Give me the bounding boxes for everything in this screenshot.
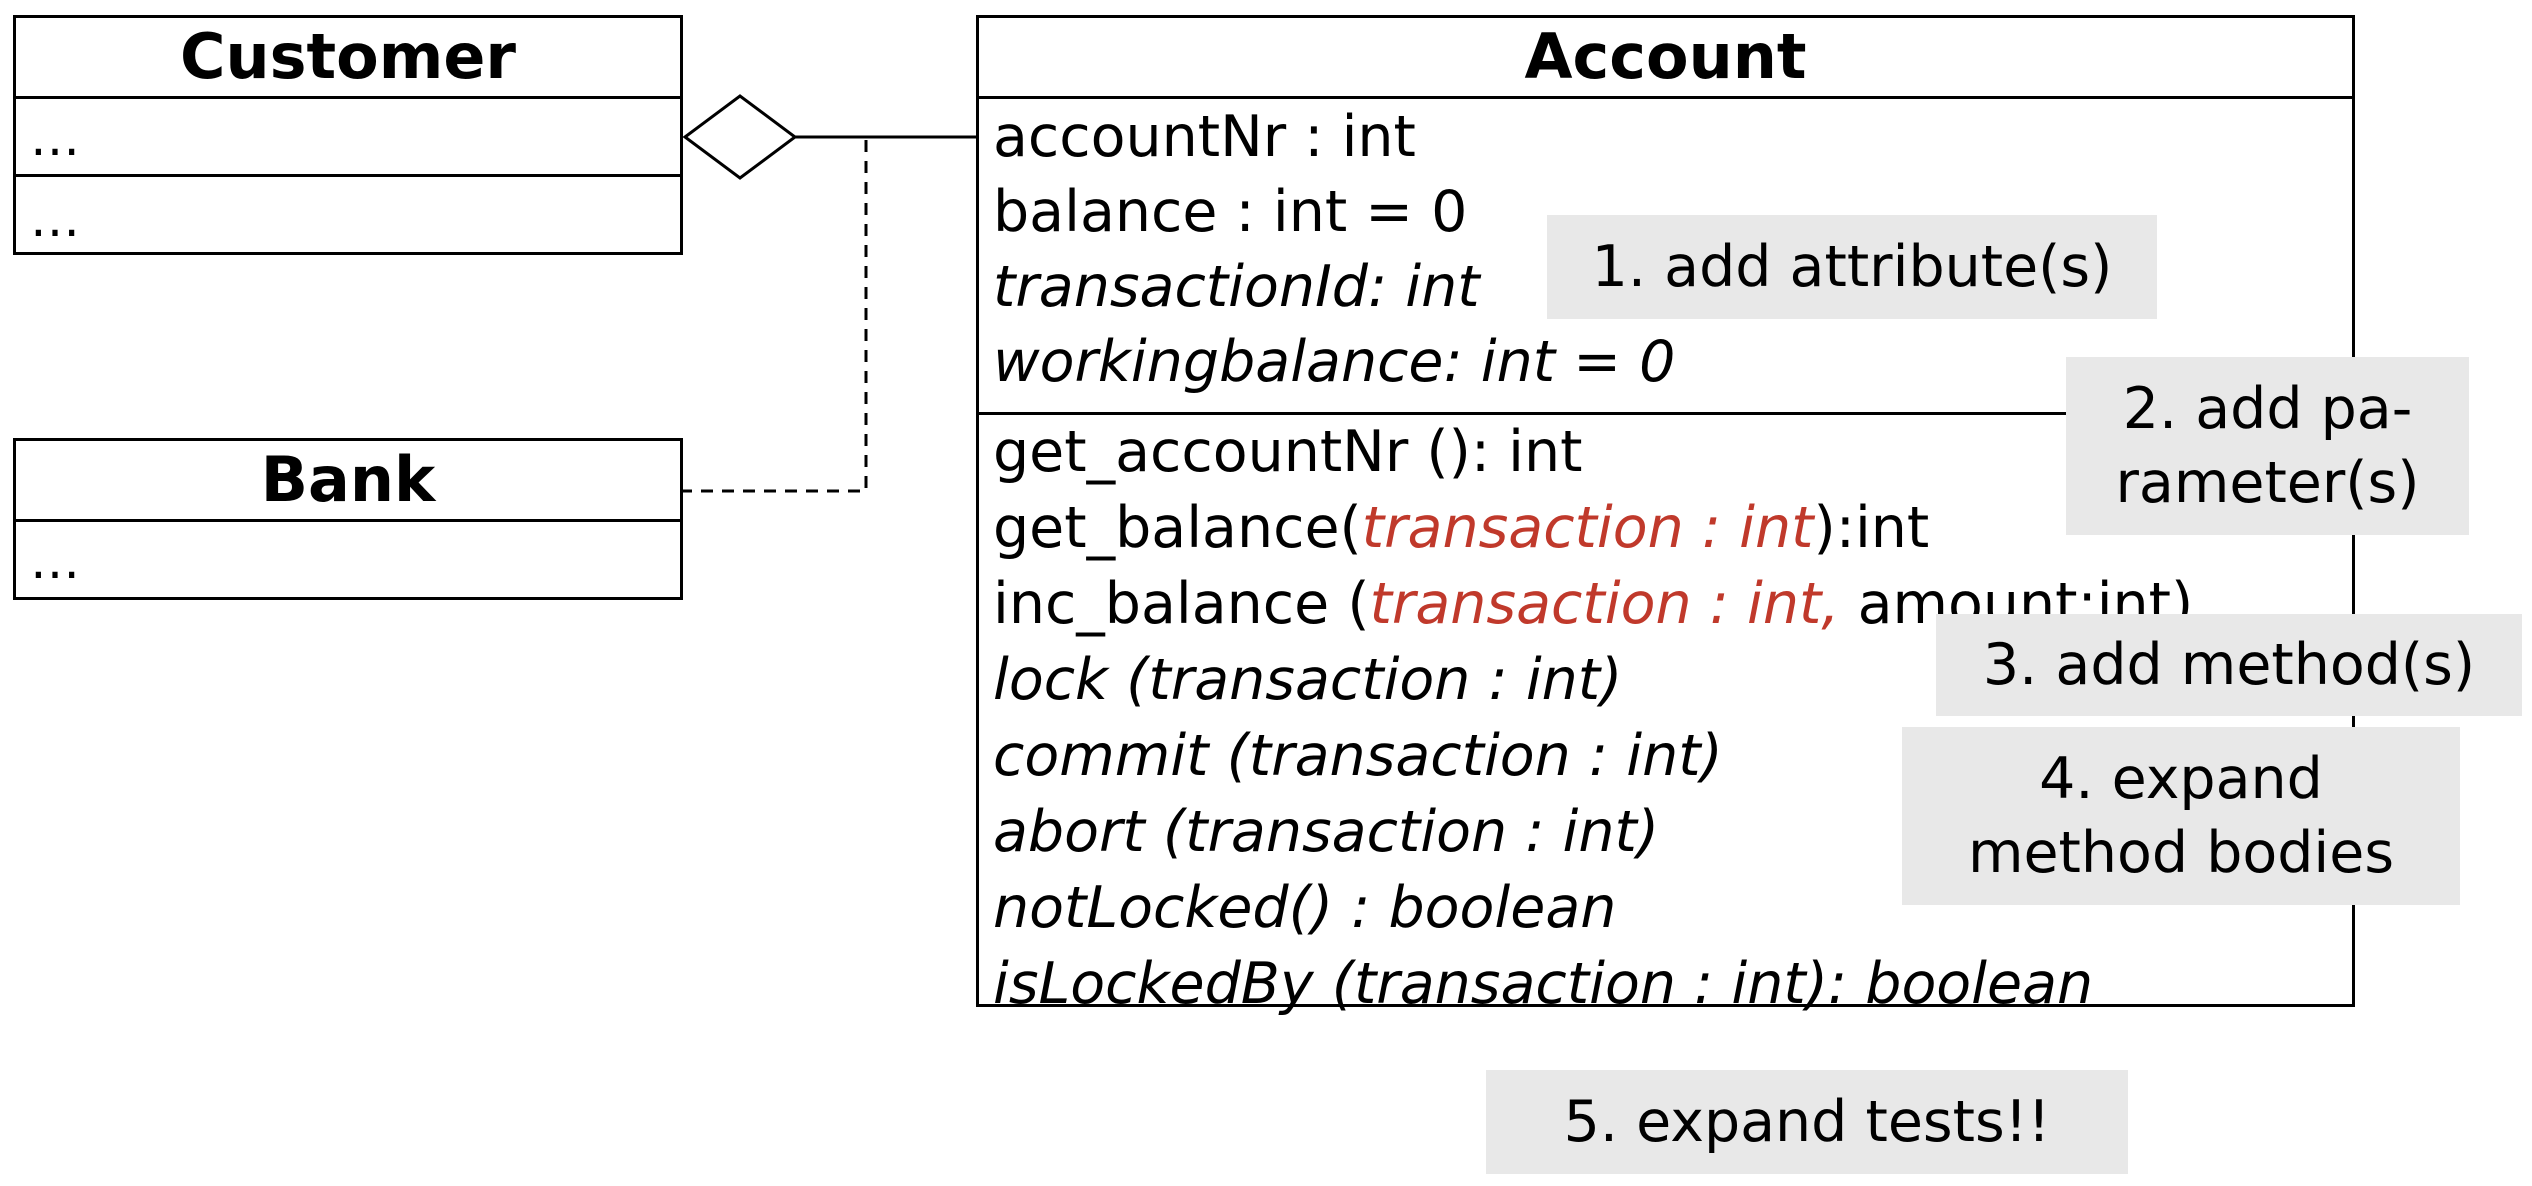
- method-lock: lock (transaction : int): [993, 647, 1623, 713]
- attr-transactionId: transactionId: int: [993, 254, 1480, 320]
- attr-balance: balance : int = 0: [993, 179, 1468, 245]
- note-expand-method-bodies-line1: 4. expand: [2039, 746, 2323, 812]
- note-add-methods-text: 3. add method(s): [1982, 632, 2476, 698]
- method-abort: abort (transaction : int): [993, 799, 1660, 865]
- note-add-attributes: 1. add attribute(s): [1547, 215, 2157, 319]
- attr-accountNr: accountNr : int: [993, 104, 1416, 170]
- note-expand-method-bodies: 4. expand method bodies: [1902, 727, 2460, 905]
- customer-methods-text: …: [30, 190, 80, 248]
- account-class-name: Account: [979, 18, 2352, 99]
- note-add-parameters-line2: rameter(s): [2115, 450, 2420, 516]
- method-isLockedBy: isLockedBy (transaction : int): boolean: [993, 951, 2094, 1017]
- note-add-attributes-text: 1. add attribute(s): [1591, 234, 2113, 300]
- bank-attributes-text: …: [30, 532, 80, 590]
- account-attributes: accountNr : int balance : int = 0 transa…: [979, 99, 2352, 415]
- method-inc-balance-param: transaction : int,: [1369, 571, 1840, 637]
- method-get-balance: get_balance(transaction : int):int: [993, 490, 1929, 566]
- note-add-parameters-line1: 2. add pa-: [2122, 376, 2413, 442]
- note-expand-method-bodies-line2: method bodies: [1967, 820, 2395, 886]
- note-add-methods: 3. add method(s): [1936, 614, 2522, 716]
- note-add-parameters: 2. add pa- rameter(s): [2066, 357, 2469, 535]
- method-commit: commit (transaction : int): [993, 723, 1723, 789]
- method-get-balance-pre: get_balance(: [993, 495, 1362, 561]
- customer-attributes: …: [16, 99, 680, 177]
- bank-class: Bank …: [13, 438, 683, 600]
- note-expand-tests-text: 5. expand tests!!: [1563, 1089, 2051, 1155]
- method-get-accountNr: get_accountNr (): int: [993, 419, 1583, 485]
- attr-workingbalance: workingbalance: int = 0: [993, 329, 1676, 395]
- method-get-balance-post: ):int: [1813, 495, 1930, 561]
- bank-attributes: …: [16, 522, 680, 597]
- customer-methods: …: [16, 180, 680, 252]
- customer-class: Customer … …: [13, 15, 683, 255]
- method-get-balance-param: transaction : int: [1361, 495, 1814, 561]
- customer-attributes-text: …: [30, 109, 80, 167]
- bank-class-name: Bank: [16, 441, 680, 522]
- method-inc-balance-pre: inc_balance (: [993, 571, 1370, 637]
- dependency-line: [680, 137, 868, 493]
- note-expand-tests: 5. expand tests!!: [1486, 1070, 2128, 1174]
- aggregation-diamond: [682, 94, 798, 180]
- method-notLocked: notLocked() : boolean: [993, 875, 1617, 941]
- customer-class-name: Customer: [16, 18, 680, 99]
